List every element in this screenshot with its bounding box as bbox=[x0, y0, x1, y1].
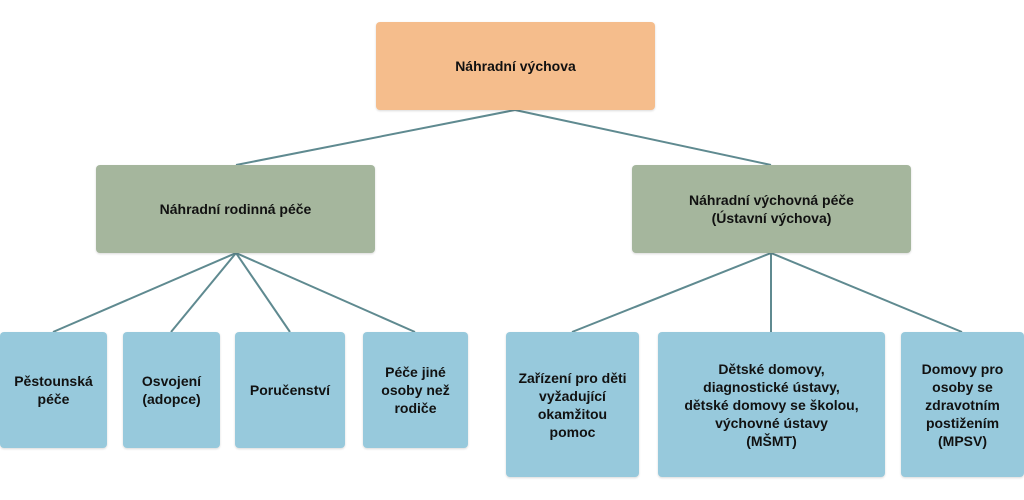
leaf-node-foster-care: Pěstounská péče bbox=[0, 332, 107, 448]
leaf-node-label: Osvojení (adopce) bbox=[141, 373, 202, 407]
leaf-node-emergency-facilities: Zařízení pro děti vyžadující okamžitou p… bbox=[506, 332, 639, 477]
connector-left-leaf-1 bbox=[52, 252, 237, 333]
connector-left-leaf-3 bbox=[235, 252, 291, 333]
connector-right-leaf-3 bbox=[770, 252, 963, 333]
leaf-node-disability-homes: Domovy pro osoby se zdravotním postižení… bbox=[901, 332, 1024, 477]
leaf-node-adoption: Osvojení (adopce) bbox=[123, 332, 220, 448]
connector-left-leaf-4 bbox=[235, 252, 416, 333]
connector-root-right bbox=[514, 109, 772, 166]
leaf-node-guardianship: Poručenství bbox=[235, 332, 345, 448]
branch-node-label: Náhradní výchovná péče (Ústavní výchova) bbox=[689, 192, 854, 226]
leaf-node-label: Péče jiné osoby než rodiče bbox=[381, 364, 450, 416]
branch-node-label: Náhradní rodinná péče bbox=[159, 201, 312, 217]
leaf-node-other-person-care: Péče jiné osoby než rodiče bbox=[363, 332, 468, 448]
leaf-node-label: Domovy pro osoby se zdravotním postižení… bbox=[921, 360, 1004, 449]
leaf-node-label: Pěstounská péče bbox=[14, 373, 93, 407]
branch-node-institutional-care: Náhradní výchovná péče (Ústavní výchova) bbox=[632, 165, 911, 253]
leaf-node-label: Zařízení pro děti vyžadující okamžitou p… bbox=[518, 369, 627, 440]
root-node: Náhradní výchova bbox=[376, 22, 655, 110]
leaf-node-label: Poručenství bbox=[249, 382, 331, 398]
connector-right-leaf-1 bbox=[571, 252, 772, 333]
leaf-node-label: Dětské domovy, diagnostické ústavy, děts… bbox=[684, 360, 859, 449]
leaf-node-childrens-homes: Dětské domovy, diagnostické ústavy, děts… bbox=[658, 332, 885, 477]
root-node-label: Náhradní výchova bbox=[455, 58, 576, 74]
connector-left-leaf-2 bbox=[170, 252, 237, 333]
connector-root-left bbox=[235, 109, 516, 166]
branch-node-family-care: Náhradní rodinná péče bbox=[96, 165, 375, 253]
